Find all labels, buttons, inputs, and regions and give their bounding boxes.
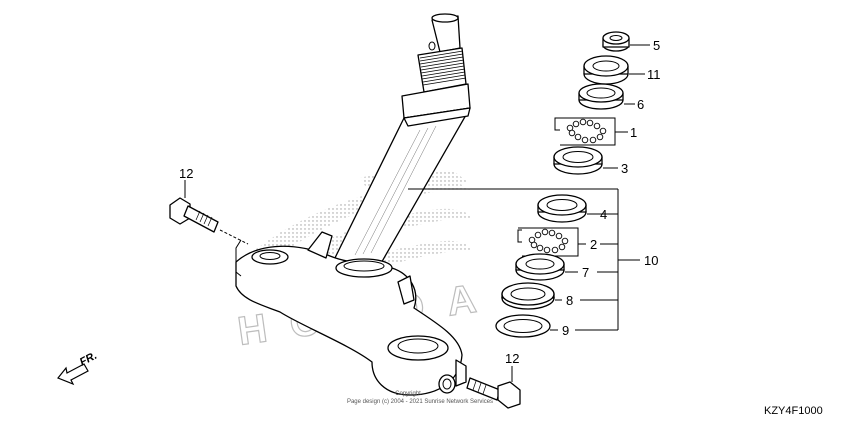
lower-steel-balls [517,227,586,257]
front-direction-arrow: FR. [57,350,99,386]
dust-seal-washer [495,314,558,338]
front-direction-label: FR. [78,350,99,369]
callout-1: 1 [630,125,637,140]
bolt-left [169,180,249,245]
copyright-line-2: Page design (c) 2004 - 2021 Sunrise Netw… [347,399,493,405]
copyright-line-1: Copyright [395,391,421,397]
callout-7: 7 [582,265,589,280]
callout-11: 11 [647,67,661,82]
lock-nut [602,31,650,52]
top-ball-race [553,146,618,175]
bottom-ball-race [537,194,596,223]
group-bracket-10 [408,188,640,331]
callout-6: 6 [637,97,644,112]
callout-8: 8 [566,293,573,308]
callout-9: 9 [562,323,569,338]
callout-2: 2 [590,237,597,252]
callout-5: 5 [653,38,660,53]
steering-stem [235,13,471,396]
upper-steel-balls [554,117,628,146]
callout-4: 4 [600,207,607,222]
dust-seal [501,282,562,310]
lock-washer [583,55,645,85]
callout-10: 10 [644,253,658,268]
callout-12-right: 12 [505,351,519,366]
bottom-cone-race [515,253,578,281]
callout-12-left: 12 [179,166,193,181]
callout-3: 3 [621,161,628,176]
diagram-code: KZY4F1000 [764,405,823,417]
top-cone-race [578,83,635,110]
bolt-right [466,366,521,409]
